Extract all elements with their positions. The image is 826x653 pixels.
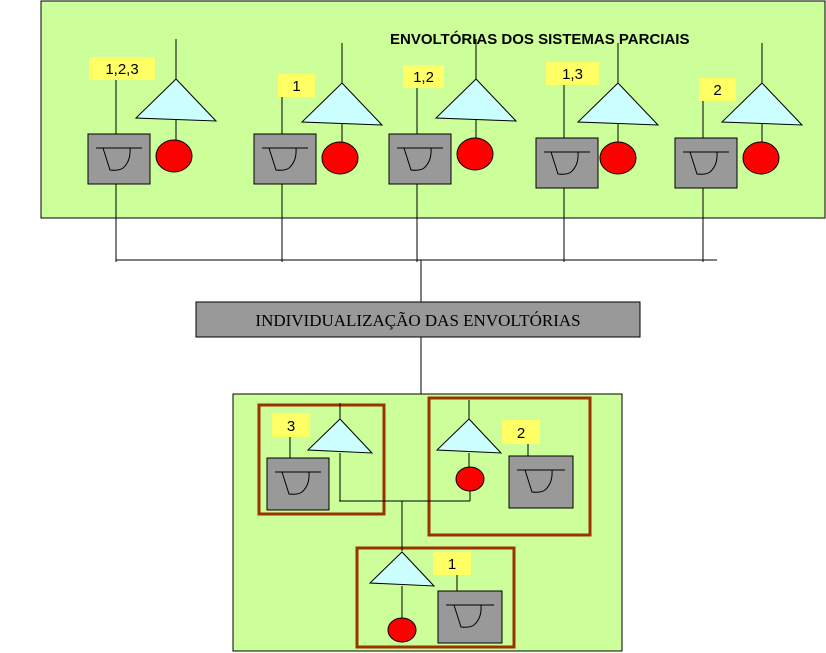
group-2-border (427, 396, 592, 537)
circle-icon (387, 617, 417, 643)
top-unit-4: 1,3 (535, 43, 660, 262)
vessel-curve-icon (453, 604, 482, 628)
tag-background (546, 62, 599, 85)
vessel-box (674, 137, 738, 189)
tag-background (89, 57, 155, 80)
process-box-label: INDIVIDUALIZAÇÃO DAS ENVOLTÓRIAS (255, 311, 580, 330)
vessel-box (508, 455, 574, 509)
tag-label: 1,2 (413, 69, 434, 86)
tag-label: 1 (292, 78, 300, 95)
tag-label: 1,2,3 (105, 61, 138, 78)
tag-background (272, 413, 310, 437)
circle-icon (456, 137, 494, 171)
tag-label: 3 (287, 418, 295, 435)
triangle-icon (134, 78, 218, 122)
vessel-curve-icon (550, 151, 579, 175)
circle-icon (455, 466, 485, 492)
triangle-icon (368, 551, 436, 587)
tag-label: 1,3 (562, 66, 583, 83)
vessel-box (266, 457, 330, 511)
top-unit-1: 1,2,3 (87, 39, 218, 262)
tag-label: 2 (517, 425, 525, 442)
circle-icon (321, 141, 359, 175)
top-unit-3: 1,2 (388, 39, 518, 262)
circle-icon (599, 141, 637, 175)
tag-background (403, 65, 444, 88)
vessel-box (253, 133, 317, 185)
circle-icon (155, 139, 193, 173)
tag-label: 1 (448, 556, 456, 573)
vessel-box (437, 590, 503, 644)
tag-background (433, 551, 471, 575)
vessel-box (535, 137, 599, 189)
group-3: 3 (266, 403, 374, 511)
vessel-curve-icon (268, 147, 297, 171)
group-2: 2 (435, 400, 574, 509)
top-unit-2: 1 (253, 43, 384, 262)
vessel-box (87, 133, 151, 185)
group-3-border (257, 403, 386, 516)
vessel-curve-icon (281, 471, 310, 495)
triangle-icon (306, 418, 374, 454)
group-1-border (355, 546, 516, 649)
triangle-icon (435, 418, 503, 454)
triangle-icon (576, 82, 660, 126)
circle-icon (742, 141, 780, 175)
vessel-curve-icon (689, 151, 718, 175)
top-panel-title: ENVOLTÓRIAS DOS SISTEMAS PARCIAIS (390, 30, 689, 48)
vessel-curve-icon (524, 469, 553, 493)
tag-label: 2 (713, 82, 721, 99)
triangle-icon (720, 82, 804, 126)
vessel-box (388, 133, 452, 185)
tag-background (699, 78, 736, 101)
tag-background (278, 74, 315, 97)
triangle-icon (434, 78, 518, 122)
group-1: 1 (368, 551, 503, 644)
top-unit-5: 2 (674, 43, 804, 262)
vessel-curve-icon (102, 147, 131, 171)
vessel-curve-icon (403, 147, 432, 171)
process-box (195, 301, 641, 338)
tag-background (502, 420, 540, 444)
triangle-icon (300, 82, 384, 126)
